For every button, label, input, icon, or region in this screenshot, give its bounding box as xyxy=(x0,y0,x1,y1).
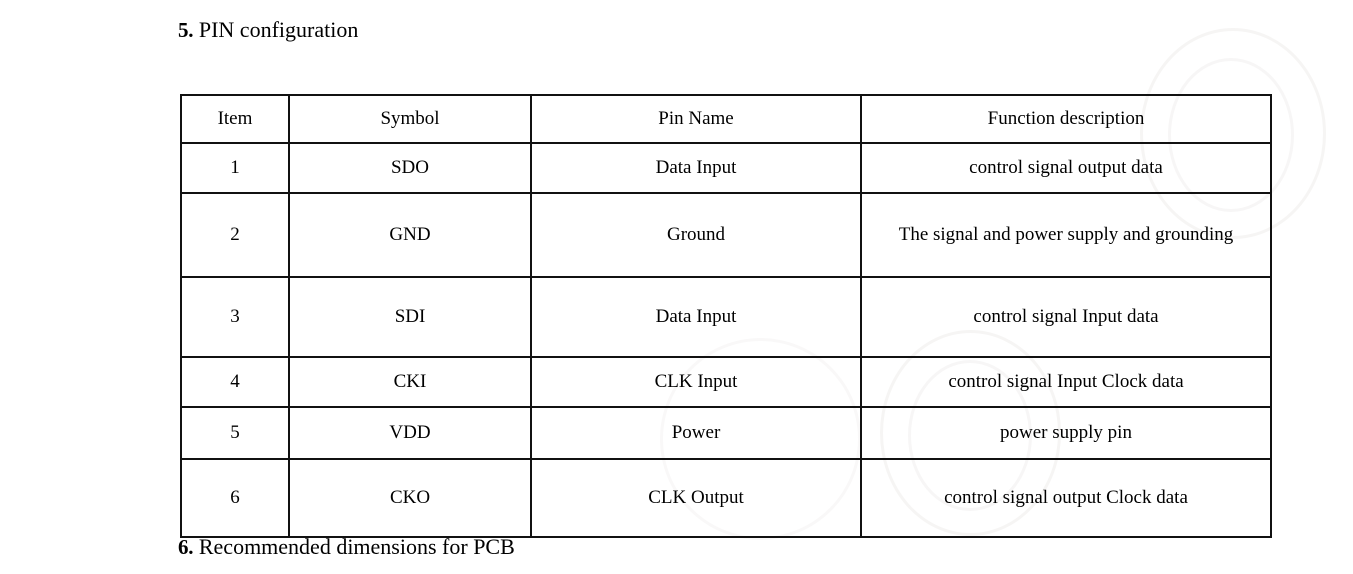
table-row: 6 CKO CLK Output control signal output C… xyxy=(180,458,1272,538)
cell-function: control signal output Clock data xyxy=(860,458,1272,538)
column-header-pin-name: Pin Name xyxy=(530,94,862,144)
cell-item: 2 xyxy=(180,192,290,278)
cell-item: 6 xyxy=(180,458,290,538)
column-header-item: Item xyxy=(180,94,290,144)
section-heading-pin-configuration: 5. PIN configuration xyxy=(178,17,359,42)
cell-symbol: SDI xyxy=(288,276,532,358)
cell-symbol: SDO xyxy=(288,142,532,194)
table-row: 5 VDD Power power supply pin xyxy=(180,406,1272,460)
cell-pin-name: Power xyxy=(530,406,862,460)
pin-configuration-table-container: Item Symbol Pin Name Function descriptio… xyxy=(180,94,1272,538)
cell-item: 5 xyxy=(180,406,290,460)
cell-pin-name: Ground xyxy=(530,192,862,278)
table-header-row: Item Symbol Pin Name Function descriptio… xyxy=(180,94,1272,144)
table-row: 3 SDI Data Input control signal Input da… xyxy=(180,276,1272,358)
cell-pin-name: Data Input xyxy=(530,276,862,358)
cell-item: 3 xyxy=(180,276,290,358)
cell-symbol: CKI xyxy=(288,356,532,408)
section-heading-pcb-dimensions: 6. Recommended dimensions for PCB xyxy=(178,534,515,559)
cell-function: control signal output data xyxy=(860,142,1272,194)
table-row: 1 SDO Data Input control signal output d… xyxy=(180,142,1272,194)
section-title: Recommended dimensions for PCB xyxy=(198,534,515,559)
cell-function: control signal Input data xyxy=(860,276,1272,358)
cell-item: 4 xyxy=(180,356,290,408)
section-number: 5. xyxy=(178,18,194,42)
cell-pin-name: CLK Input xyxy=(530,356,862,408)
cell-pin-name: Data Input xyxy=(530,142,862,194)
cell-symbol: GND xyxy=(288,192,532,278)
section-number: 6. xyxy=(178,535,194,559)
cell-function: power supply pin xyxy=(860,406,1272,460)
cell-symbol: CKO xyxy=(288,458,532,538)
column-header-function-description: Function description xyxy=(860,94,1272,144)
cell-function: The signal and power supply and groundin… xyxy=(860,192,1272,278)
table-row: 4 CKI CLK Input control signal Input Clo… xyxy=(180,356,1272,408)
cell-function: control signal Input Clock data xyxy=(860,356,1272,408)
cell-symbol: VDD xyxy=(288,406,532,460)
pin-configuration-table: Item Symbol Pin Name Function descriptio… xyxy=(180,94,1272,538)
cell-pin-name: CLK Output xyxy=(530,458,862,538)
column-header-symbol: Symbol xyxy=(288,94,532,144)
cell-item: 1 xyxy=(180,142,290,194)
table-row: 2 GND Ground The signal and power supply… xyxy=(180,192,1272,278)
section-title: PIN configuration xyxy=(198,17,359,42)
